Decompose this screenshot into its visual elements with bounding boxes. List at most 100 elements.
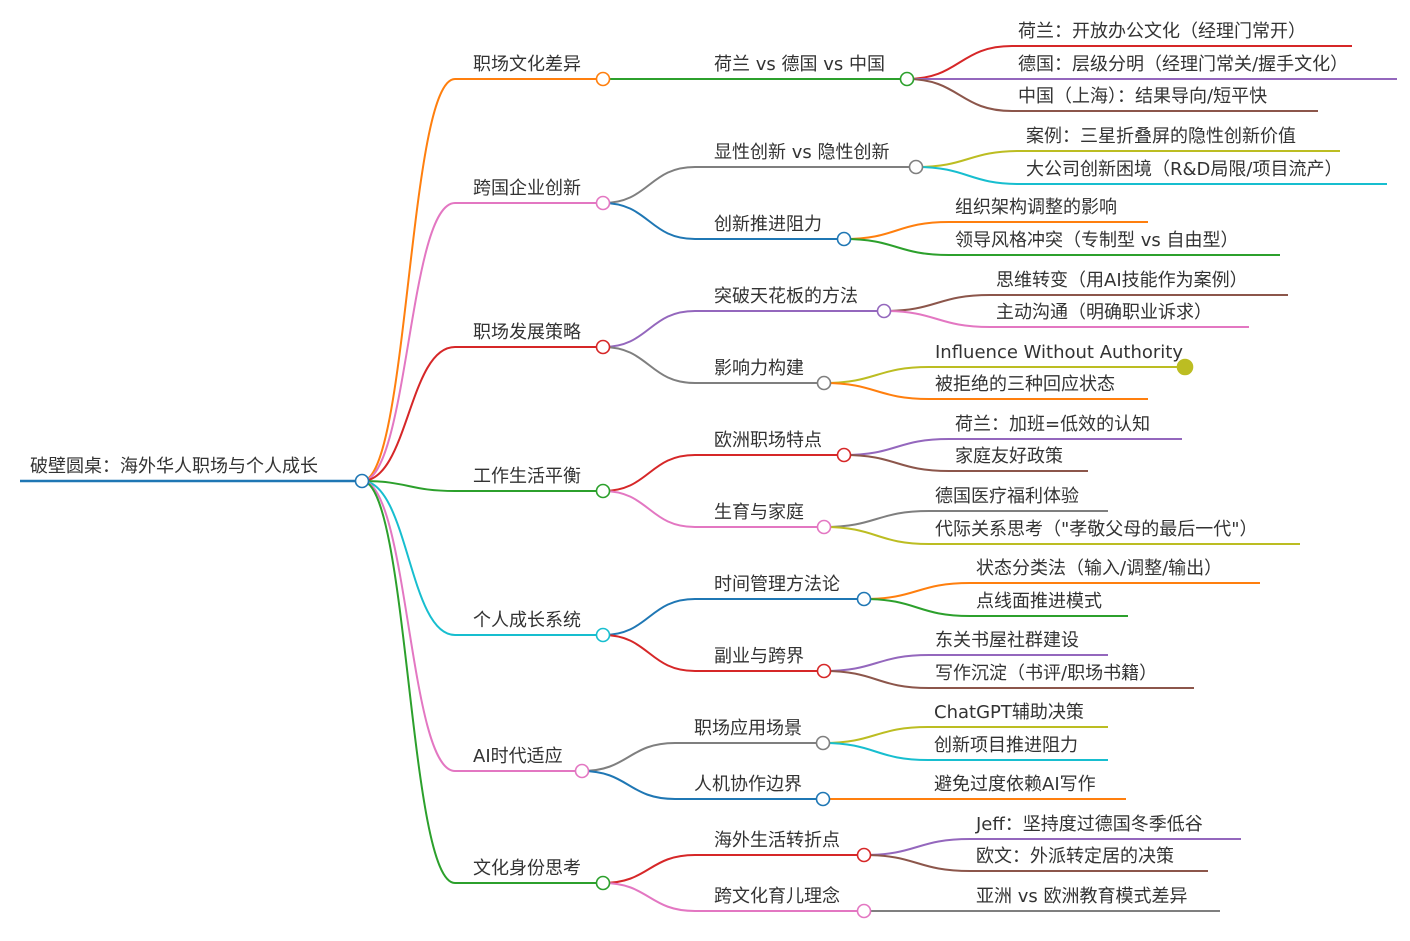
leaf-edge [823, 510, 1108, 528]
topic-node-toggle[interactable] [856, 847, 872, 863]
leaf-node-label: 思维转变（用AI技能作为案例） [996, 270, 1248, 291]
branch-node-toggle[interactable] [595, 483, 611, 499]
topic-node-label: 跨文化育儿理念 [714, 885, 840, 907]
leaf-node-label: 家庭友好政策 [955, 446, 1063, 467]
branch-node-label: 文化身份思考 [473, 858, 581, 879]
leaf-node-label: 状态分类法（输入/调整/输出） [976, 558, 1222, 579]
topic-node-toggle[interactable] [836, 447, 852, 463]
branch-node-label: 职场文化差异 [473, 54, 581, 75]
branch-edge [361, 480, 582, 772]
leaf-node-label: 德国：层级分明（经理门常关/握手文化） [1018, 54, 1348, 75]
branch-node-toggle[interactable] [595, 875, 611, 891]
topic-node-label: 时间管理方法论 [714, 574, 840, 595]
leaf-node-label: 案例：三星折叠屏的隐性创新价值 [1026, 126, 1296, 147]
topic-edge [602, 882, 864, 912]
topic-edge [602, 598, 864, 636]
leaf-node-label: 东关书屋社群建设 [935, 630, 1079, 651]
leaf-edge [823, 366, 1185, 384]
branch-edge [361, 202, 603, 482]
leaf-edge [823, 670, 1194, 689]
leaf-node-label: 荷兰：加班=低效的认知 [955, 414, 1150, 435]
leaf-node-label: 欧文：外派转定居的决策 [976, 846, 1174, 867]
topic-node-toggle[interactable] [856, 591, 872, 607]
leaf-node-label: 中国（上海）：结果导向/短平快 [1018, 86, 1267, 107]
topic-edge [602, 634, 824, 672]
leaf-edge [915, 150, 1340, 168]
leaf-edge [883, 310, 1249, 328]
topic-node-label: 副业与跨界 [714, 646, 804, 667]
topic-node-toggle[interactable] [815, 735, 831, 751]
branch-node-toggle[interactable] [574, 763, 590, 779]
topic-node-label: 海外生活转折点 [714, 830, 840, 851]
topic-edge [602, 346, 824, 384]
topic-edge [581, 770, 823, 800]
leaf-edge [863, 598, 1128, 617]
leaf-node-label: 创新项目推进阻力 [934, 735, 1078, 756]
branch-edge [361, 78, 603, 482]
leaf-edge [883, 294, 1288, 312]
collapsed-node-toggle[interactable] [1176, 358, 1194, 376]
leaf-edge [823, 382, 1148, 400]
leaf-node-label: 主动沟通（明确职业诉求） [996, 302, 1212, 323]
topic-node-toggle[interactable] [876, 303, 892, 319]
branch-node-toggle[interactable] [595, 71, 611, 87]
branch-edge [361, 480, 603, 636]
leaf-edge [823, 654, 1108, 672]
branch-edge [361, 480, 603, 492]
leaf-node-label: 荷兰：开放办公文化（经理门常开） [1018, 21, 1306, 42]
branch-node-label: 工作生活平衡 [473, 466, 581, 487]
topic-edge [602, 166, 916, 204]
topic-node-label: 欧洲职场特点 [714, 430, 822, 451]
root-node-label: 破壁圆桌：海外华人职场与个人成长 [30, 456, 318, 477]
leaf-node-label: ChatGPT辅助决策 [934, 702, 1084, 723]
topic-edge [602, 854, 864, 884]
topic-node-toggle[interactable] [816, 663, 832, 679]
topic-edge [602, 310, 884, 348]
leaf-edge [843, 454, 1088, 472]
leaf-edge [863, 582, 1260, 600]
leaf-node-label: 避免过度依赖AI写作 [934, 774, 1096, 795]
leaf-node-label: Influence Without Authority [935, 342, 1183, 363]
leaf-node-label: 组织架构调整的影响 [955, 197, 1117, 218]
topic-node-label: 突破天花板的方法 [714, 286, 858, 307]
topic-node-label: 创新推进阻力 [714, 214, 822, 235]
branch-node-label: 个人成长系统 [473, 610, 581, 631]
leaf-edge [906, 78, 1318, 112]
leaf-node-label: 领导风格冲突（专制型 vs 自由型） [955, 230, 1238, 251]
leaf-edge [863, 838, 1241, 856]
leaf-node-label: 大公司创新困境（R&D局限/项目流产） [1026, 159, 1342, 180]
leaf-node-label: 德国医疗福利体验 [935, 486, 1079, 507]
topic-node-toggle[interactable] [908, 159, 924, 175]
topic-node-toggle[interactable] [836, 231, 852, 247]
topic-node-toggle[interactable] [816, 375, 832, 391]
leaf-edge [823, 526, 1300, 545]
branch-node-label: 跨国企业创新 [473, 178, 581, 199]
topic-node-toggle[interactable] [856, 903, 872, 919]
topic-node-label: 人机协作边界 [694, 774, 802, 795]
branch-edge [361, 346, 603, 482]
leaf-edge [843, 221, 1148, 240]
topic-edge [581, 742, 823, 772]
leaf-node-label: 点线面推进模式 [976, 591, 1102, 612]
topic-node-toggle[interactable] [816, 519, 832, 535]
branch-node-toggle[interactable] [595, 627, 611, 643]
leaf-node-label: 代际关系思考（"孝敬父母的最后一代"） [935, 519, 1258, 540]
topic-node-toggle[interactable] [815, 791, 831, 807]
topic-node-label: 荷兰 vs 德国 vs 中国 [714, 54, 885, 75]
branch-node-toggle[interactable] [595, 195, 611, 211]
leaf-node-label: 写作沉淀（书评/职场书籍） [935, 663, 1157, 684]
branch-node-toggle[interactable] [595, 339, 611, 355]
topic-node-label: 显性创新 vs 隐性创新 [714, 142, 889, 163]
branch-node-label: 职场发展策略 [473, 322, 581, 343]
leaf-edge [822, 742, 1108, 761]
leaf-node-label: 亚洲 vs 欧洲教育模式差异 [976, 886, 1187, 907]
leaf-node-label: 被拒绝的三种回应状态 [935, 374, 1115, 395]
topic-node-label: 生育与家庭 [714, 502, 804, 523]
topic-node-label: 影响力构建 [714, 358, 804, 379]
topic-node-toggle[interactable] [899, 71, 915, 87]
root-node-toggle[interactable] [354, 473, 370, 489]
topic-edge [602, 202, 844, 240]
leaf-node-label: Jeff：坚持度过德国冬季低谷 [975, 814, 1203, 835]
leaf-edge [906, 45, 1352, 80]
